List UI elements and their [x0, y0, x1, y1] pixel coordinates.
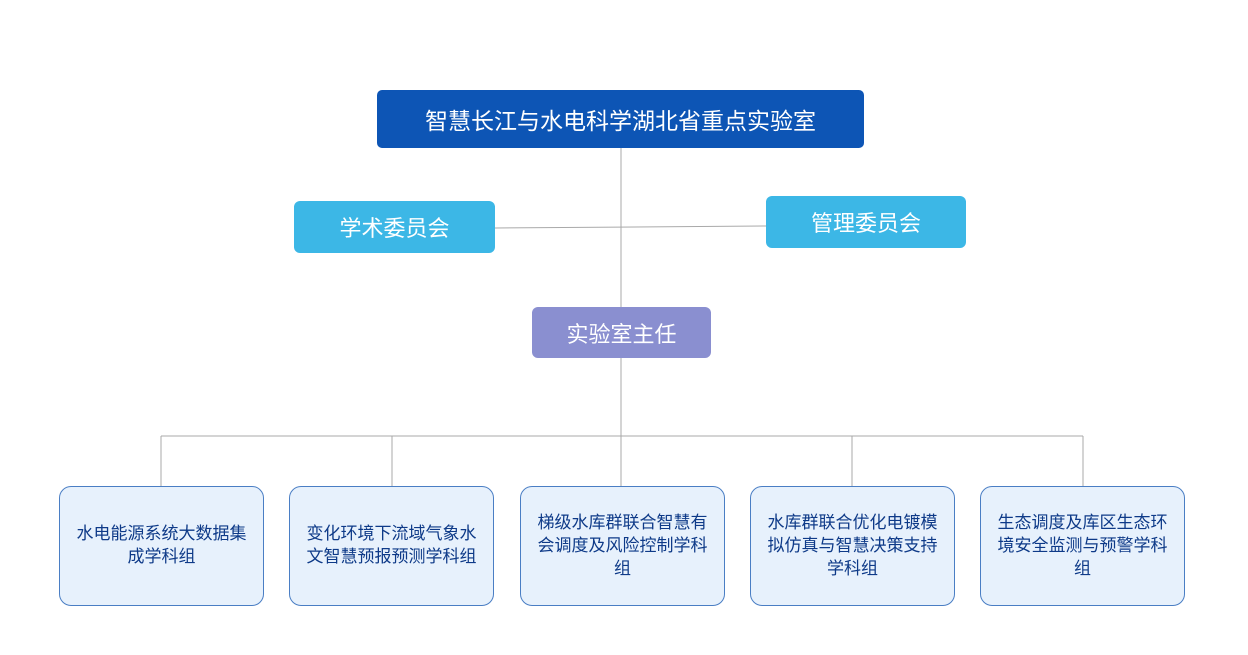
- director-node: 实验室主任: [532, 307, 711, 358]
- management-committee-label: 管理委员会: [810, 212, 921, 237]
- group-label-1: 水电能源系统大数据集成学科组: [76, 524, 247, 567]
- academic-committee-node: 学术委员会: [294, 201, 495, 253]
- group-node-2: 变化环境下流域气象水文智慧预报预测学科组: [289, 486, 494, 606]
- academic-committee-label: 学术委员会: [339, 217, 450, 242]
- group-node-1: 水电能源系统大数据集成学科组: [59, 486, 264, 606]
- lab-title-node: 智慧长江与水电科学湖北省重点实验室: [377, 90, 864, 148]
- group-label-4: 水库群联合优化电镀模拟仿真与智慧决策支持学科组: [767, 512, 938, 579]
- lab-title: 智慧长江与水电科学湖北省重点实验室: [425, 109, 816, 135]
- group-label-3: 梯级水库群联合智慧有会调度及风险控制学科组: [537, 512, 708, 579]
- group-label-2: 变化环境下流域气象水文智慧预报预测学科组: [306, 524, 477, 567]
- director-label: 实验室主任: [566, 322, 677, 348]
- group-node-5: 生态调度及库区生态环境安全监测与预警学科组: [980, 486, 1185, 606]
- committee-link-line: [494, 225, 767, 229]
- group-label-5: 生态调度及库区生态环境安全监测与预警学科组: [997, 512, 1168, 579]
- group-node-4: 水库群联合优化电镀模拟仿真与智慧决策支持学科组: [750, 486, 955, 606]
- group-node-3: 梯级水库群联合智慧有会调度及风险控制学科组: [520, 486, 725, 606]
- management-committee-node: 管理委员会: [766, 196, 966, 248]
